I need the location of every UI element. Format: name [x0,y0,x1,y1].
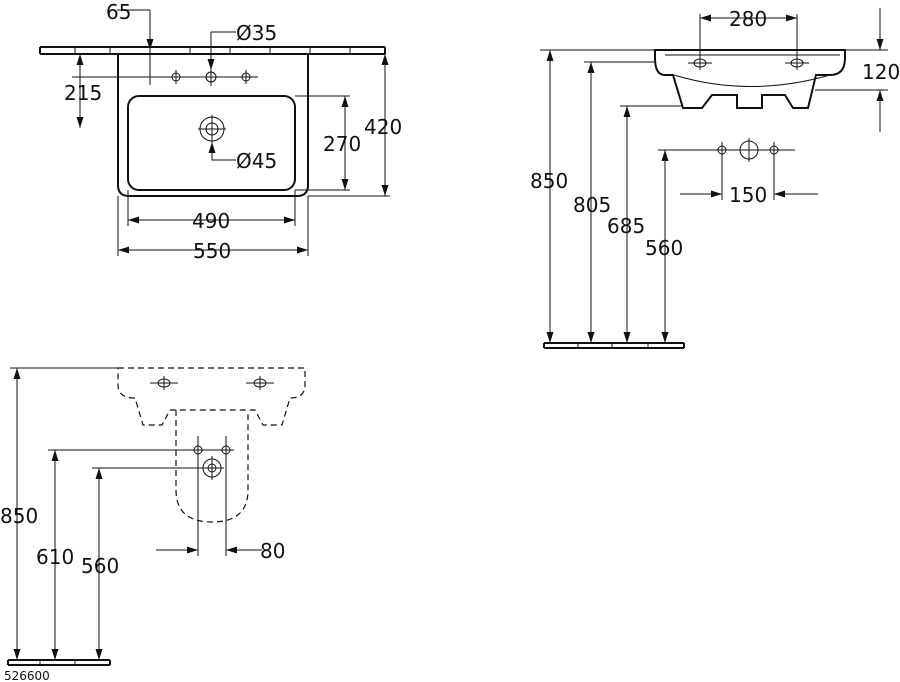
dim-height-rim: 850 [530,169,568,193]
overflow-holes [688,56,809,70]
top-view: 65 Ø35 215 Ø45 420 270 490 550 [39,0,402,263]
dim-rim: 120 [862,60,900,84]
front-overflow-holes [150,376,274,390]
waste-outlet [198,115,226,143]
dim-height-waste: 560 [645,236,683,260]
pedestal-outline [175,410,249,523]
front-view: 850 610 560 80 [0,367,306,666]
dim-height-bottom: 805 [573,193,611,217]
front-supply-symbols [190,436,234,556]
dim-tap-offset: 65 [106,0,131,24]
tap-holes [165,68,258,86]
bowl-outline [127,95,296,191]
dim-height-base: 685 [607,214,645,238]
front-floor-line [7,659,111,666]
side-view: 280 120 850 805 685 560 [530,7,900,349]
product-code: 526600 [4,669,50,682]
top-wall-line [39,46,386,55]
front-dim-height-supply: 610 [36,545,74,569]
basin-outline [117,54,309,197]
dim-depth: 420 [364,115,402,139]
front-basin-outline [117,367,306,426]
front-dim-height-rim: 850 [0,504,38,528]
basin-profile [654,49,846,109]
front-dim-supply-spacing: 80 [260,539,285,563]
side-supply-symbols [700,138,795,162]
dim-width: 550 [193,239,231,263]
dim-bowl-width: 490 [192,209,230,233]
dim-overflow-spacing: 280 [729,7,767,31]
dim-tap-height: 215 [64,81,102,105]
side-floor-line [543,342,685,349]
dim-bowl-depth: 270 [323,132,361,156]
dim-waste: Ø45 [236,149,277,173]
dim-supply-spacing: 150 [729,183,767,207]
dim-tap-hole: Ø35 [236,21,277,45]
front-dim-height-waste: 560 [81,554,119,578]
